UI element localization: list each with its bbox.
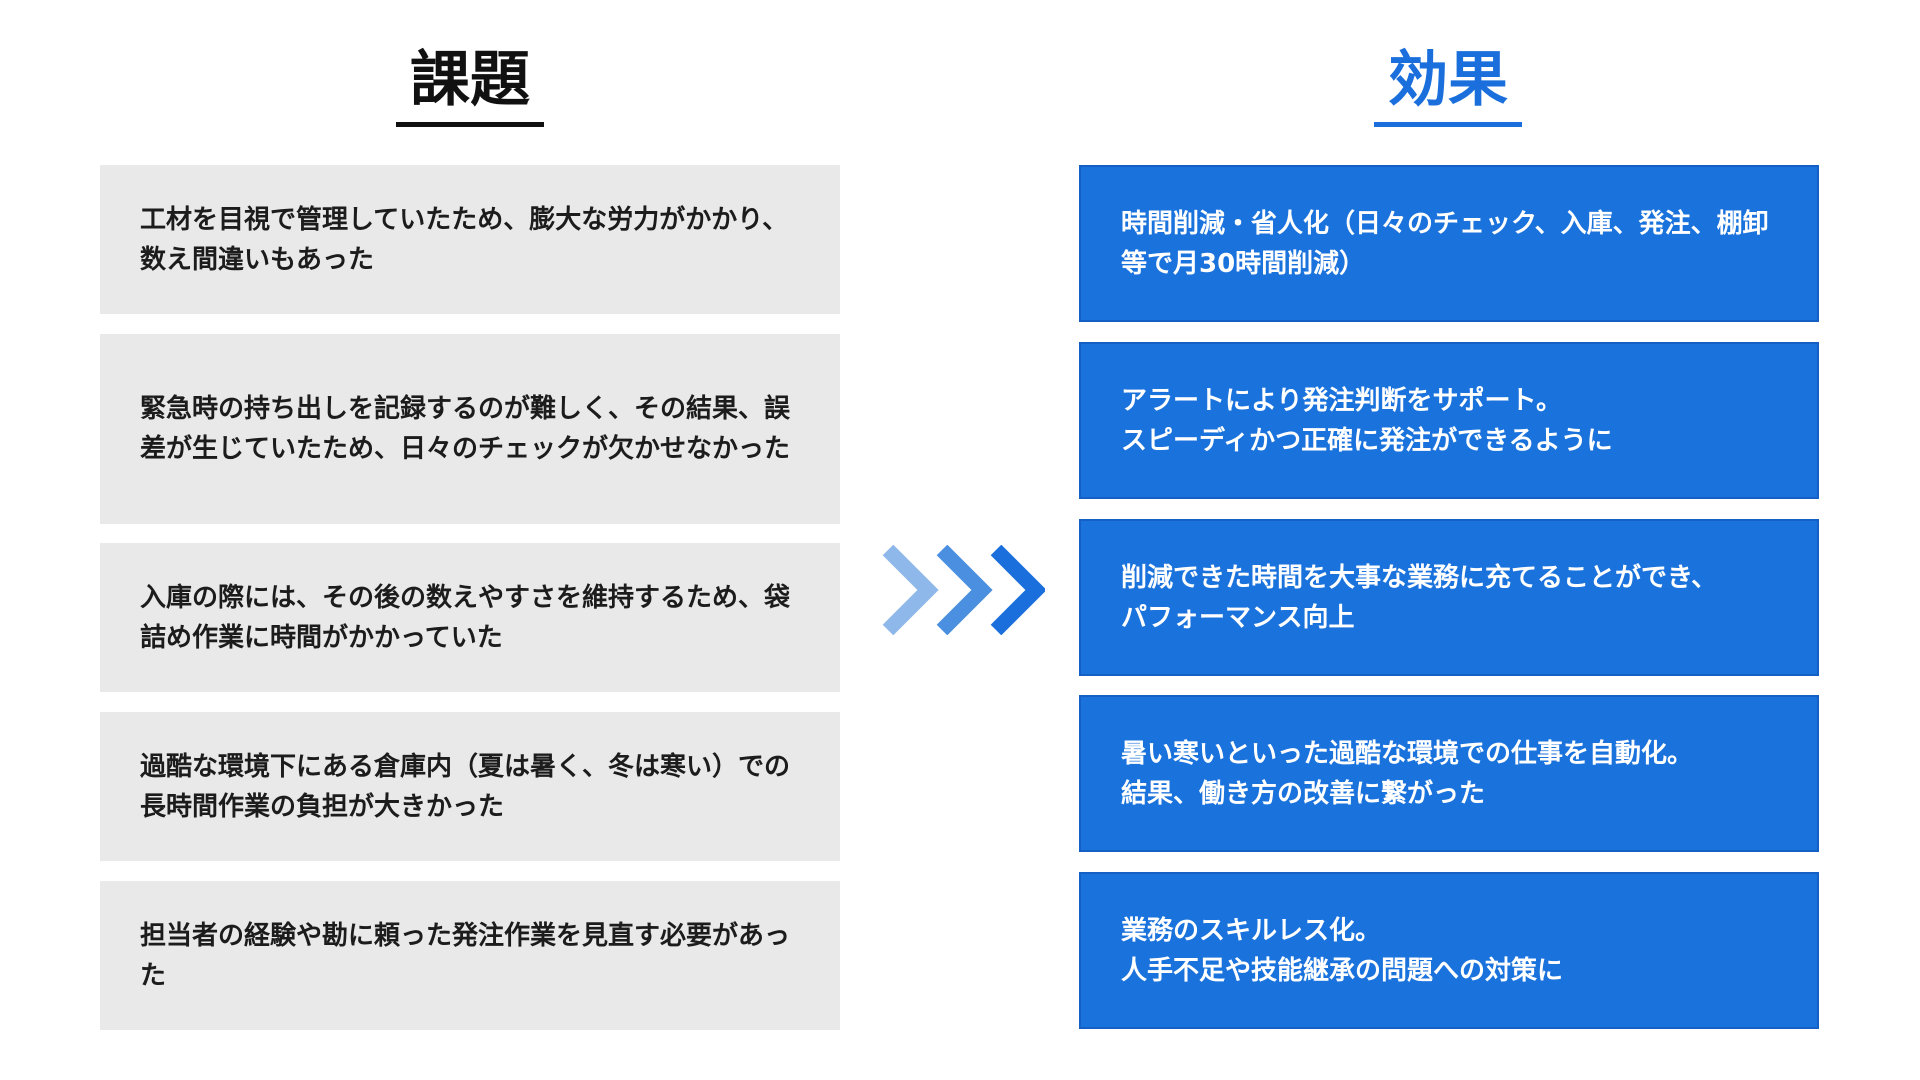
effects-heading: 効果: [1298, 40, 1598, 127]
challenges-heading: 課題: [320, 40, 620, 127]
challenge-card: 過酷な環境下にある倉庫内（夏は暑く、冬は寒い）での長時間作業の負担が大きかった: [100, 712, 840, 861]
effect-card: 削減できた時間を大事な業務に充てることができ、 パフォーマンス向上: [1079, 519, 1819, 676]
challenge-card: 担当者の経験や勘に頼った発注作業を見直す必要があった: [100, 881, 840, 1030]
effect-text: 時間削減・省人化（日々のチェック、入庫、発注、棚卸等で月30時間削減）: [1121, 208, 1769, 279]
challenges-underline: [396, 122, 544, 127]
chevron-mid-icon: [936, 545, 993, 635]
effect-text: 業務のスキルレス化。 人手不足や技能継承の問題への対策に: [1121, 915, 1564, 986]
effects-heading-text: 効果: [1388, 45, 1508, 115]
challenge-text: 緊急時の持ち出しを記録するのが難しく、その結果、誤差が生じていたため、日々のチェ…: [140, 394, 791, 464]
effects-underline: [1374, 122, 1522, 127]
challenges-heading-text: 課題: [410, 45, 530, 115]
chevrons-arrow-icon: [882, 545, 1045, 635]
effect-card: 暑い寒いといった過酷な環境での仕事を自動化。 結果、働き方の改善に繋がった: [1079, 695, 1819, 852]
effect-card: 時間削減・省人化（日々のチェック、入庫、発注、棚卸等で月30時間削減）: [1079, 165, 1819, 322]
challenge-text: 入庫の際には、その後の数えやすさを維持するため、袋詰め作業に時間がかかっていた: [140, 582, 791, 653]
effect-text: 削減できた時間を大事な業務に充てることができ、 パフォーマンス向上: [1121, 562, 1718, 633]
challenge-text: 工材を目視で管理していたため、膨大な労力がかかり、数え間違いもあった: [140, 204, 789, 275]
effect-card: 業務のスキルレス化。 人手不足や技能継承の問題への対策に: [1079, 872, 1819, 1029]
chevron-light-icon: [882, 545, 939, 635]
challenge-card: 入庫の際には、その後の数えやすさを維持するため、袋詰め作業に時間がかかっていた: [100, 543, 840, 692]
challenge-text: 過酷な環境下にある倉庫内（夏は暑く、冬は寒い）での長時間作業の負担が大きかった: [140, 751, 791, 822]
chevron-dark-icon: [990, 545, 1045, 635]
effect-text: アラートにより発注判断をサポート。 スピーディかつ正確に発注ができるように: [1121, 385, 1613, 456]
effect-card: アラートにより発注判断をサポート。 スピーディかつ正確に発注ができるように: [1079, 342, 1819, 499]
effect-text: 暑い寒いといった過酷な環境での仕事を自動化。 結果、働き方の改善に繋がった: [1121, 738, 1694, 809]
challenge-card: 緊急時の持ち出しを記録するのが難しく、その結果、誤差が生じていたため、日々のチェ…: [100, 334, 840, 524]
challenge-text: 担当者の経験や勘に頼った発注作業を見直す必要があった: [140, 920, 791, 991]
challenge-card: 工材を目視で管理していたため、膨大な労力がかかり、数え間違いもあった: [100, 165, 840, 314]
